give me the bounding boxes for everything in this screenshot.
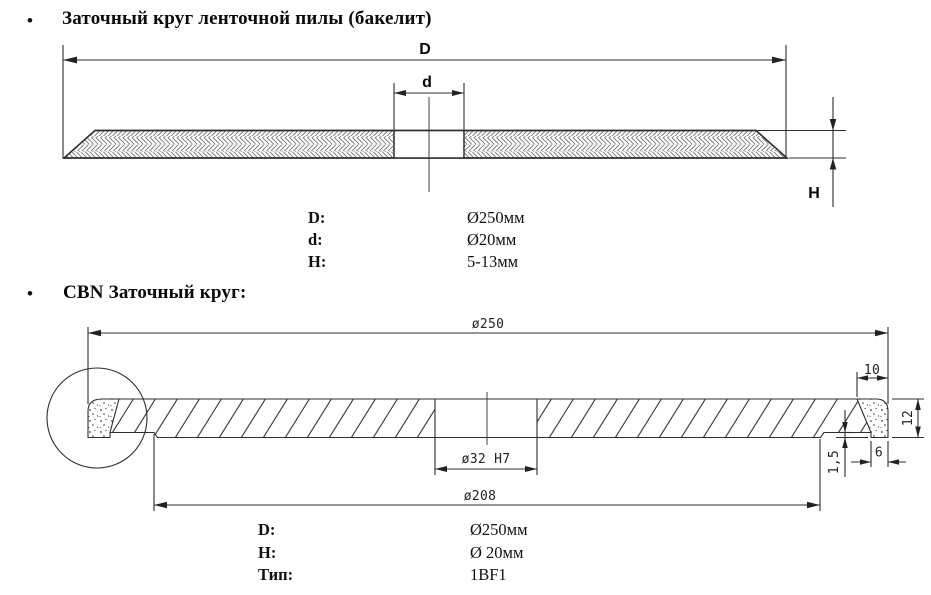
spec-label: d:: [308, 230, 323, 249]
section1-title: Заточный круг ленточной пилы (бакелит): [62, 8, 432, 29]
spec-row: d: Ø20мм: [308, 230, 525, 252]
spec-row: Тип: 1BF1: [258, 565, 528, 588]
spec-value: 1BF1: [470, 565, 507, 584]
dim-label-6: 6: [875, 446, 883, 461]
dim-outer-diameter: ø250: [87, 317, 889, 404]
dim-label-od208: ø208: [464, 489, 497, 504]
spec-row: H: 5-13мм: [308, 252, 525, 274]
section1-bullet: •: [27, 11, 33, 30]
spec-value: Ø20мм: [467, 230, 517, 249]
dim-rim-offset: 1,5: [827, 410, 868, 477]
steel-body-left-hatch: [110, 399, 435, 438]
detail-circle: [46, 367, 148, 469]
spec-label: Тип:: [258, 565, 294, 584]
dim-label-12: 12: [901, 410, 916, 426]
dim-label-1-5: 1,5: [827, 450, 842, 474]
spec-row: D: Ø250мм: [308, 208, 525, 230]
dim-rim-height: 12: [892, 398, 924, 439]
spec-value: Ø250мм: [470, 520, 528, 539]
dim-bore: ø32 H7: [434, 437, 538, 475]
dim-label-d: d: [422, 74, 432, 91]
spec-value: Ø250мм: [467, 208, 525, 227]
cbn-rim-right: [857, 399, 888, 438]
section2-bullet: •: [27, 284, 33, 303]
dim-recess-diameter: ø208: [153, 434, 821, 511]
cbn-spec-table: D: Ø250мм H: Ø 20мм Тип: 1BF1: [258, 520, 528, 588]
dim-rim-width-top: 10: [856, 363, 888, 397]
cbn-wheel-section: [46, 367, 889, 469]
bakelite-wheel-drawing: D d H: [62, 41, 846, 207]
dim-label-10: 10: [864, 363, 880, 378]
dim-label-bore: ø32 H7: [462, 452, 511, 467]
spec-row: D: Ø250мм: [258, 520, 528, 543]
dim-label-od250: ø250: [472, 317, 505, 332]
cbn-rim-left: [88, 399, 119, 438]
cbn-wheel-drawing: ø250 10 12: [46, 317, 924, 511]
dim-D: D: [62, 41, 787, 158]
dim-rim-width-bottom: 6: [851, 441, 906, 467]
spec-label: D:: [308, 208, 326, 227]
dim-label-H: H: [808, 185, 820, 202]
spec-label: H:: [308, 252, 327, 271]
bakelite-wheel-section: [62, 129, 789, 159]
bakelite-spec-table: D: Ø250мм d: Ø20мм H: 5-13мм: [308, 208, 525, 274]
steel-body-right-hatch: [537, 399, 871, 438]
spec-row: H: Ø 20мм: [258, 543, 528, 566]
spec-value: 5-13мм: [467, 252, 519, 271]
spec-label: H:: [258, 542, 277, 562]
section2-title: CBN Заточный круг:: [63, 282, 247, 303]
spec-value: Ø 20мм: [470, 542, 524, 562]
dim-d: d: [393, 74, 465, 192]
dim-label-D: D: [419, 41, 431, 58]
dim-H: H: [756, 97, 846, 207]
spec-label: D:: [258, 520, 276, 539]
